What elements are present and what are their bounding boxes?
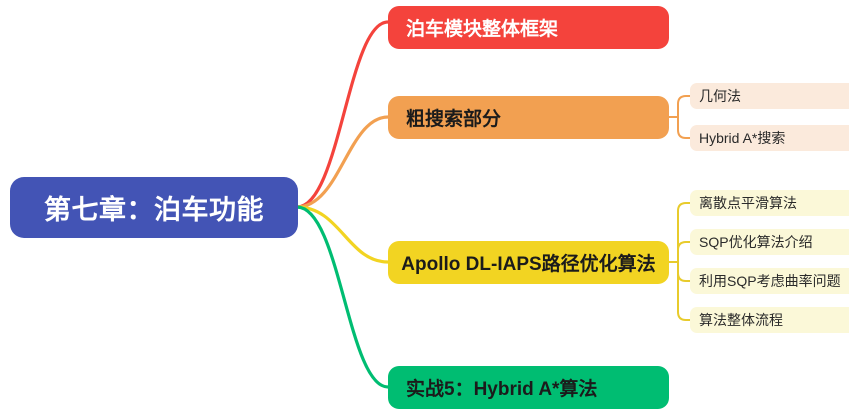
connector-branch-2-to-child-2	[677, 261, 691, 282]
connector-branch-2-to-child-1	[677, 241, 691, 263]
branch-node-parking-module-framework[interactable]: 泊车模块整体框架	[388, 6, 669, 49]
branch-node-apollo-dl-iaps[interactable]: Apollo DL-IAPS路径优化算法	[388, 241, 669, 284]
leaf-node-hybrid-astar-search[interactable]: Hybrid A*搜索	[690, 125, 849, 151]
leaf-node-label: 算法整体流程	[699, 312, 783, 328]
leaf-node-label: 离散点平滑算法	[699, 195, 797, 211]
leaf-node-algorithm-overall-flow[interactable]: 算法整体流程	[690, 307, 849, 333]
leaf-node-label: SQP优化算法介绍	[699, 234, 813, 250]
leaf-node-sqp-introduction[interactable]: SQP优化算法介绍	[690, 229, 849, 255]
connector-root-to-branch-3	[295, 205, 390, 389]
connector-root-to-branch-0	[295, 20, 390, 209]
root-node[interactable]: 第七章：泊车功能	[10, 177, 298, 238]
connector-branch-1-to-child-1	[677, 116, 691, 139]
branch-node-label: 泊车模块整体框架	[406, 19, 559, 40]
leaf-node-label: 利用SQP考虑曲率问题	[699, 273, 841, 289]
branch-node-label: Apollo DL-IAPS路径优化算法	[401, 254, 656, 275]
root-node-label: 第七章：泊车功能	[44, 195, 264, 225]
leaf-node-label: Hybrid A*搜索	[699, 130, 786, 146]
leaf-node-sqp-curvature[interactable]: 利用SQP考虑曲率问题	[690, 268, 849, 294]
connector-root-to-branch-1	[295, 115, 390, 209]
branch-node-label: 实战5：Hybrid A*算法	[406, 379, 598, 400]
leaf-node-label: 几何法	[699, 88, 741, 104]
connector-branch-2-to-child-3	[677, 261, 691, 321]
branch-node-practice-hybrid-astar[interactable]: 实战5：Hybrid A*算法	[388, 366, 669, 409]
branch-node-label: 粗搜索部分	[406, 109, 502, 130]
leaf-node-geometric-method[interactable]: 几何法	[690, 83, 849, 109]
connector-branch-1-to-child-0	[677, 95, 691, 118]
connector-root-to-branch-2	[295, 205, 390, 264]
connector-branch-2-to-child-0	[677, 202, 691, 263]
leaf-node-discrete-point-smoothing[interactable]: 离散点平滑算法	[690, 190, 849, 216]
branch-node-coarse-search[interactable]: 粗搜索部分	[388, 96, 669, 139]
